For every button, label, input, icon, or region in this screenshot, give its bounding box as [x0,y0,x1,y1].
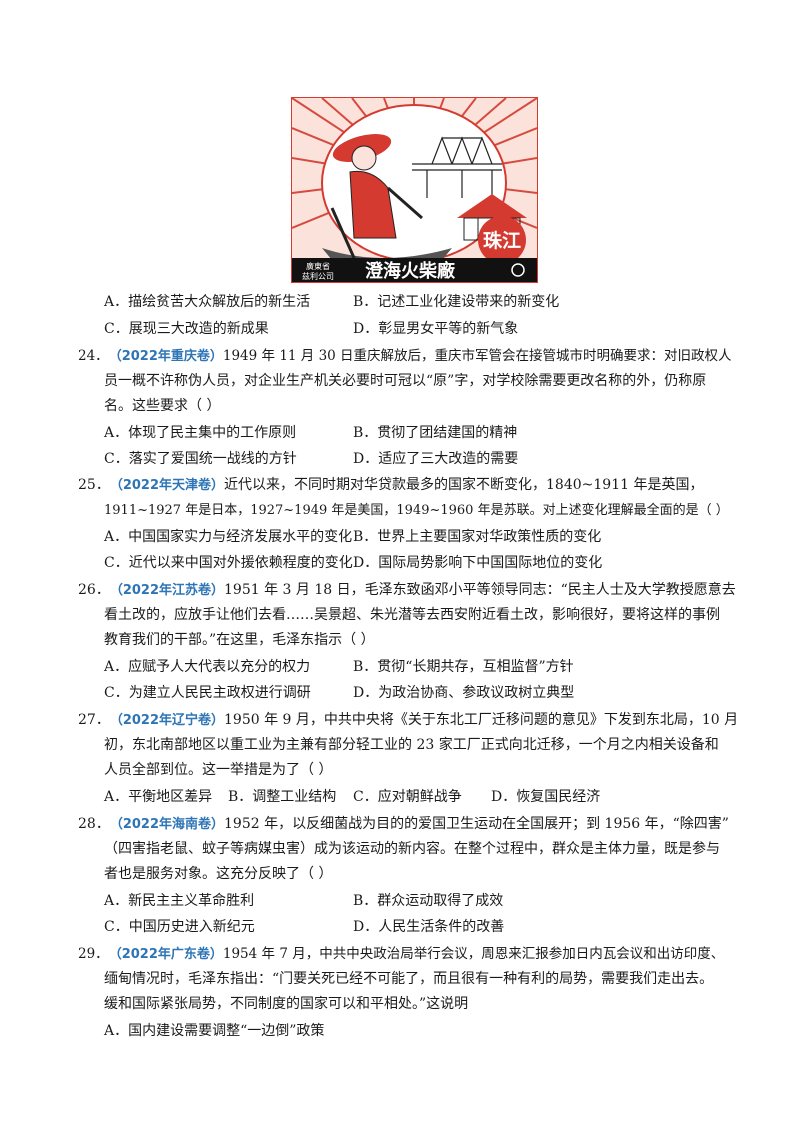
q25-source: （2022年天津卷） [109,478,225,493]
q25-option-c: C．近代以来中国对外援依赖程度的变化 [104,555,353,571]
label-bottom-band [292,258,537,282]
q24-number: 24． [78,348,109,364]
q28-line-1: 28．（2022年海南卷）1952 年，以反细菌战为目的的爱国卫生运动在全国展开… [78,814,729,835]
q25-line-2: 1911~1927 年是日本，1927~1949 年是美国，1949~1960 … [104,503,729,518]
q25-line-1: 25．（2022年天津卷）近代以来，不同时期对华贷款最多的国家不断变化，1840… [78,475,703,496]
q29-text-1: 1954 年 7 月，中共中央政治局举行会议，周恩来汇报参加日内瓦会议和出访印度… [222,946,725,962]
q24-line-3: 名。这些要求（ ） [104,398,221,414]
label-company-text: 茲利公司 [302,271,334,281]
q28-line-3: 者也是服务对象。这充分反映了（ ） [104,866,333,882]
q29-number: 29． [78,946,109,962]
q29-line-3: 缓和国际紧张局势，不同制度的国家可以和平相处。”这说明 [104,996,469,1012]
q28-source: （2022年海南卷） [109,817,225,832]
q24-line-1: 24．（2022年重庆卷）1949 年 11 月 30 日重庆解放后，重庆市军管… [78,346,732,367]
q27-number: 27． [78,712,110,728]
q25-option-a: A．中国国家实力与经济发展水平的变化 [104,529,353,545]
q26-line-3: 教育我们的干部。”在这里，毛泽东指示（ ） [104,632,375,648]
q28-option-a: A．新民主主义革命胜利 [104,893,255,909]
q23-option-b: B．记述工业化建设带来的新变化 [353,294,560,310]
q24-option-d: D．适应了三大改造的需要 [353,451,519,467]
q26-line-2: 看土改的，应放手让他们去看……吴景超、朱光潜等去西安附近看土改，影响很好，要将这… [104,607,720,623]
woman-figure [332,134,423,239]
q28-option-b: B．群众运动取得了成效 [353,893,504,909]
q29-line-2: 缅甸情况时，毛泽东指出：“门要关死已经不可能了，而且很有一种有利的局势，需要我们… [104,971,714,987]
brand-circle [478,216,526,264]
q25-number: 25． [78,477,110,493]
label-province-text: 廣東省 [306,261,330,271]
q26-option-c: C．为建立人民民主政权进行调研 [104,685,311,701]
q27-option-c: C．应对朝鲜战争 [353,789,462,805]
q23-option-d: D．彰显男女平等的新气象 [353,321,519,337]
q24-option-a: A．体现了民主集中的工作原则 [104,425,297,441]
q28-text-1: 1952 年，以反细菌战为目的的爱国卫生运动在全国展开；到 1956 年，“除四… [224,816,729,832]
q23-option-a: A．描绘贫苦大众解放后的新生活 [104,294,311,310]
matchbox-label-image: 珠江 廣東省 茲利公司 澄海火柴廠 [291,97,538,283]
matchbox-label-illustration: 珠江 廣東省 茲利公司 澄海火柴廠 [292,98,537,282]
spiral-icon [511,263,525,277]
q24-option-b: B．贯彻了团结建国的精神 [353,425,518,441]
q25-text-1: 近代以来，不同时期对华贷款最多的国家不断变化，1840~1911 年是英国， [224,477,704,493]
q26-option-d: D．为政治协商、参政议政树立典型 [353,685,575,701]
brand-text: 珠江 [483,229,521,252]
q27-source: （2022年辽宁卷） [109,713,225,728]
q25-option-d: D．国际局势影响下中国国际地位的变化 [353,555,603,571]
bridge-drawing [412,136,502,198]
q28-number: 28． [78,816,110,832]
q29-line-1: 29．（2022年广东卷）1954 年 7 月，中共中央政治局举行会议，周恩来汇… [78,944,724,965]
label-factory-name: 澄海火柴廠 [365,260,456,282]
q26-text-1: 1951 年 3 月 18 日，毛泽东致函邓小平等领导同志：“民主人士及大学教授… [224,582,736,598]
q27-option-b: B．调整工业结构 [228,789,337,805]
q28-option-d: D．人民生活条件的改善 [353,919,505,935]
q27-text-1: 1950 年 9 月，中共中央将《关于东北工厂迁移问题的意见》下发到东北局，10… [224,712,739,728]
q29-source: （2022年广东卷） [108,947,223,962]
q28-option-c: C．中国历史进入新纪元 [104,919,255,935]
q27-option-d: D．恢复国民经济 [491,789,601,805]
q24-line-2: 员一概不许称伪人员，对企业生产机关必要时可冠以“原”字，对学校除需要更改名称的外… [104,373,707,389]
q28-line-2: （四害指老鼠、蚊子等病媒虫害）成为该运动的新内容。在整个过程中，群众是主体力量，… [104,841,720,857]
q25-option-b: B．世界上主要国家对华政策性质的变化 [353,529,602,545]
q23-option-c: C．展现三大改造的新成果 [104,321,269,337]
q26-line-1: 26．（2022年江苏卷）1951 年 3 月 18 日，毛泽东致函邓小平等领导… [78,580,736,601]
q26-option-b: B．贯彻“长期共存，互相监督”方针 [353,659,574,675]
q26-option-a: A．应赋予人大代表以充分的权力 [104,659,311,675]
q24-source: （2022年重庆卷） [108,349,223,364]
q27-option-a: A．平衡地区差异 [104,789,213,805]
q26-source: （2022年江苏卷） [109,583,225,598]
q27-line-2: 初，东北南部地区以重工业为主兼有部分轻工业的 23 家工厂正式向北迁移，一个月之… [104,737,719,753]
q26-number: 26． [78,582,110,598]
q29-option-a: A．国内建设需要调整“一边倒”政策 [104,1023,325,1039]
q24-text-1: 1949 年 11 月 30 日重庆解放后，重庆市军管会在接管城市时明确要求：对… [222,348,732,364]
q27-line-3: 人员全部到位。这一举措是为了（ ） [104,762,333,778]
q24-option-c: C．落实了爱国统一战线的方针 [104,451,297,467]
q27-line-1: 27．（2022年辽宁卷）1950 年 9 月，中共中央将《关于东北工厂迁移问题… [78,710,738,731]
